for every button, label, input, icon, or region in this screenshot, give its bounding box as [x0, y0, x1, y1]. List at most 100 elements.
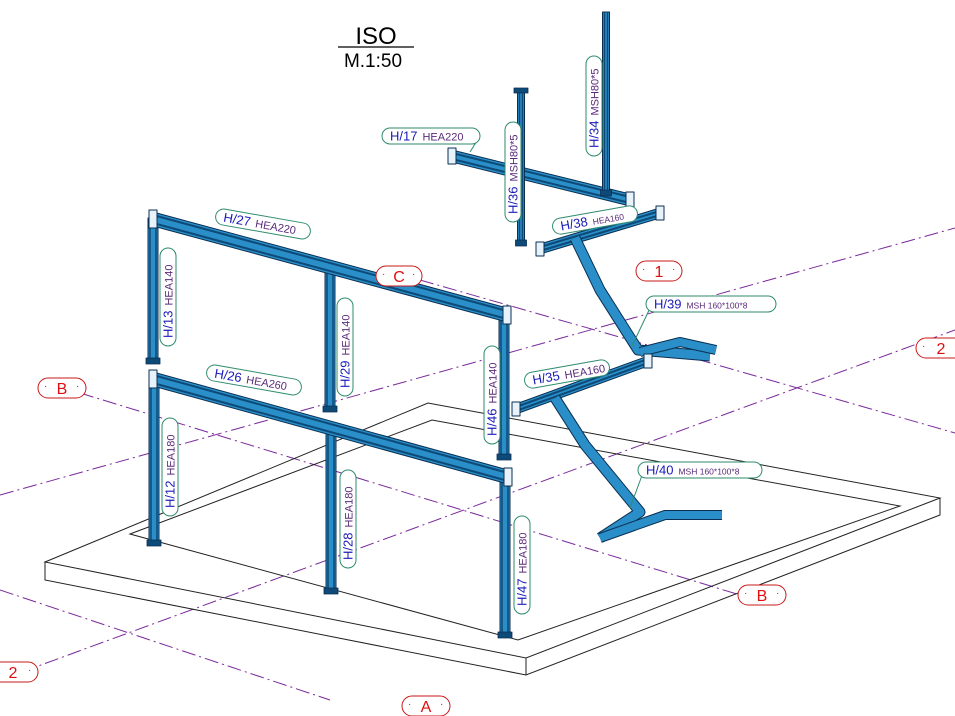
svg-text:·: · — [412, 269, 415, 280]
tag-number: H/17 — [390, 129, 417, 144]
tag-profile: MSH80*5 — [509, 134, 521, 181]
axis-label-text: A — [421, 699, 432, 716]
axis-label-text: B — [57, 381, 68, 398]
axis-lines — [0, 227, 955, 701]
column-h28 — [323, 427, 339, 595]
stringer-h40 — [550, 395, 646, 543]
column-h29 — [322, 265, 338, 413]
tag-number: H/39 — [654, 297, 681, 312]
axis-label-2-left: ·2· — [0, 661, 39, 683]
tag-profile: HEA180 — [344, 487, 356, 528]
svg-text:·: · — [672, 264, 675, 275]
column-h34 — [600, 11, 612, 197]
tag-frame — [215, 208, 311, 240]
axis-label-b-left: ·B· — [37, 377, 87, 399]
tag-number: H/26 — [213, 366, 243, 386]
tag-number: H/35 — [531, 368, 561, 388]
svg-text:H/36MSH80*5: H/36 MSH80*5 — [506, 134, 521, 214]
svg-text:H/29HEA140: H/29 HEA140 — [338, 315, 353, 388]
tag-profile: HEA220 — [422, 132, 463, 144]
axis-label-b-right: ·B· — [737, 584, 787, 606]
tag-frame — [483, 345, 501, 445]
tag-frame — [336, 297, 354, 397]
axis-labels: ·C··1··2··B··B··2··A· — [0, 260, 955, 716]
tag-profile: HEA140 — [341, 315, 353, 356]
tag-number: H/46 — [485, 409, 500, 436]
tag-frame — [524, 359, 610, 389]
svg-text:H/28HEA180: H/28HEA180 — [341, 487, 356, 560]
tag-profile: HEA180 — [518, 533, 530, 574]
svg-text:·: · — [382, 269, 385, 280]
tag-number: H/29 — [338, 361, 353, 388]
column-h13 — [145, 217, 161, 365]
tag-frame — [585, 55, 603, 157]
tag-profile: MSH80*5 — [590, 68, 602, 115]
svg-text:H/46HEA140: H/46 HEA140 — [485, 363, 500, 436]
tag-number: H/36 — [506, 187, 521, 214]
tag-frame — [645, 295, 777, 313]
tag-profile: MSH 160*100*8 — [678, 467, 739, 477]
axis-line-2 — [0, 329, 955, 681]
tag-profile: HEA140 — [488, 363, 500, 404]
svg-text:·: · — [440, 699, 443, 710]
axis-label-text: C — [393, 269, 405, 286]
axis-label-text: B — [757, 588, 768, 605]
svg-text:·: · — [776, 588, 779, 599]
tag-frame — [381, 127, 481, 145]
member-tag-h39: H/39 MSH 160*100*8 — [631, 295, 777, 347]
column-h12 — [146, 379, 162, 547]
slab-side-outline — [44, 498, 941, 676]
tag-frame — [637, 461, 763, 479]
tag-number: H/34 — [587, 121, 602, 148]
tag-number: H/13 — [161, 311, 176, 338]
column-h47 — [497, 475, 513, 639]
member-tag-h46: H/46 HEA140 — [483, 345, 501, 445]
tag-frame — [513, 515, 531, 615]
axis-label-2-right: ·2· — [915, 337, 955, 359]
tag-frame — [159, 247, 177, 347]
axis-label-a: · A · — [401, 695, 451, 716]
svg-text:·: · — [922, 341, 925, 352]
beam-h26 — [148, 369, 513, 487]
svg-text:H/12HEA180: H/12HEA180 — [163, 435, 178, 508]
svg-text:H/47HEA180: H/47HEA180 — [515, 533, 530, 606]
tag-number: H/27 — [222, 210, 252, 230]
stringer-h39 — [570, 235, 711, 362]
svg-text:·: · — [76, 381, 79, 392]
member-tag-h36: H/36 MSH80*5 — [504, 121, 522, 223]
axis-line-1 — [0, 227, 955, 496]
tag-frame — [339, 469, 357, 569]
tag-profile: HEA180 — [166, 435, 178, 476]
svg-text:H/13HEA140: H/13 HEA140 — [161, 265, 176, 338]
stringer-h40-branch — [598, 510, 722, 543]
steel-frame — [145, 11, 722, 639]
member-tag-h12: H/12HEA180 — [161, 417, 179, 517]
axis-label-text: 2 — [9, 665, 18, 682]
axis-line-c — [419, 279, 955, 434]
stringer-h39-branch — [638, 337, 718, 357]
axis-label-1: ·1· — [635, 260, 683, 282]
axis-label-text: 2 — [937, 341, 946, 358]
tag-frame — [161, 417, 179, 517]
axis-label-c: · C · — [375, 265, 423, 287]
axis-line-b — [79, 392, 741, 596]
tag-profile: HEA140 — [164, 265, 176, 306]
member-tag-h13: H/13 HEA140 — [159, 247, 177, 347]
axis-label-text: 1 — [655, 264, 664, 281]
member-tag-h28: H/28HEA180 — [339, 469, 357, 569]
tag-profile: MSH 160*100*8 — [686, 301, 747, 311]
svg-text:H/34MSH80*5: H/34 MSH80*5 — [587, 68, 602, 148]
svg-text:·: · — [408, 699, 411, 710]
beam-h27 — [148, 209, 512, 325]
